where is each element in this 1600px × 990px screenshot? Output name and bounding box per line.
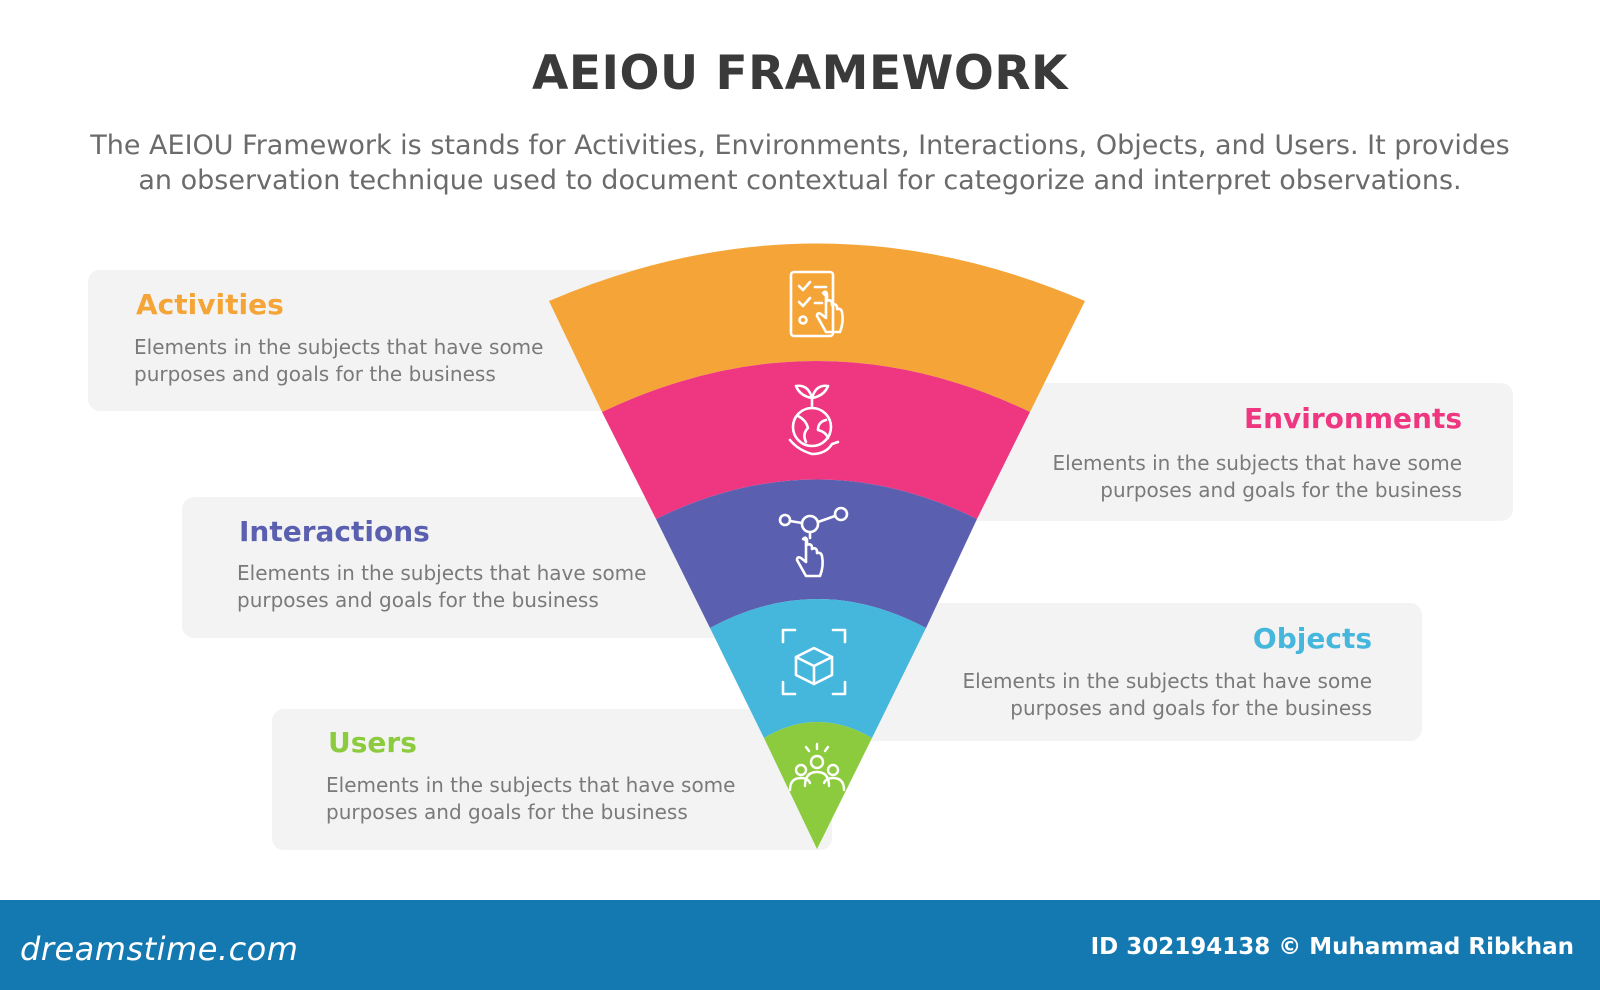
card-users — [272, 709, 832, 850]
desc-interactions: Elements in the subjects that have some … — [237, 560, 646, 614]
desc-activities-line-2: purposes and goals for the business — [134, 362, 496, 386]
desc-activities-line-1: Elements in the subjects that have some — [134, 335, 544, 359]
label-environments: Environments — [1243, 402, 1462, 435]
desc-environments-line-1: Elements in the subjects that have some — [1052, 451, 1462, 475]
label-interactions: Interactions — [239, 515, 430, 548]
funnel-diagram — [549, 243, 1085, 849]
label-objects: Objects — [1252, 622, 1372, 655]
checklist-tap-icon — [789, 270, 844, 338]
desc-users: Elements in the subjects that have some … — [326, 772, 735, 826]
funnel-segment-objects — [710, 599, 926, 738]
footer-bar: dreamstime.com ID 302194138 © Muhammad R… — [0, 900, 1600, 990]
desc-objects: Elements in the subjects that have some … — [963, 668, 1372, 722]
desc-activities: Elements in the subjects that have some … — [134, 334, 543, 388]
subtitle-line-1: The AEIOU Framework is stands for Activi… — [90, 130, 1510, 161]
card-objects — [860, 603, 1422, 741]
desc-interactions-line-1: Elements in the subjects that have some — [237, 561, 647, 585]
desc-environments: Elements in the subjects that have some … — [1053, 450, 1462, 504]
funnel-segment-users — [764, 722, 872, 849]
label-activities: Activities — [136, 288, 284, 321]
subtitle-line-2: an observation technique used to documen… — [138, 165, 1462, 196]
desc-users-line-2: purposes and goals for the business — [326, 800, 688, 824]
desc-objects-line-1: Elements in the subjects that have some — [962, 669, 1372, 693]
cube-scan-icon — [781, 628, 847, 696]
card-interactions — [182, 497, 742, 638]
funnel-segment-environments — [602, 361, 1030, 519]
page-title: AEIOU FRAMEWORK — [532, 46, 1068, 101]
footer-credit: ID 302194138 © Muhammad Ribkhan — [1090, 934, 1574, 960]
label-users: Users — [328, 726, 417, 759]
footer-brand[interactable]: dreamstime.com — [20, 930, 299, 968]
desc-environments-line-2: purposes and goals for the business — [1100, 478, 1462, 502]
desc-objects-line-2: purposes and goals for the business — [1010, 696, 1372, 720]
funnel-segment-activities — [549, 243, 1085, 412]
page-subtitle: The AEIOU Framework is stands for Activi… — [60, 128, 1540, 198]
plant-globe-hand-icon — [788, 384, 840, 456]
users-group-icon — [788, 742, 846, 792]
desc-interactions-line-2: purposes and goals for the business — [237, 588, 599, 612]
desc-users-line-1: Elements in the subjects that have some — [326, 773, 736, 797]
touch-network-icon — [778, 506, 849, 578]
